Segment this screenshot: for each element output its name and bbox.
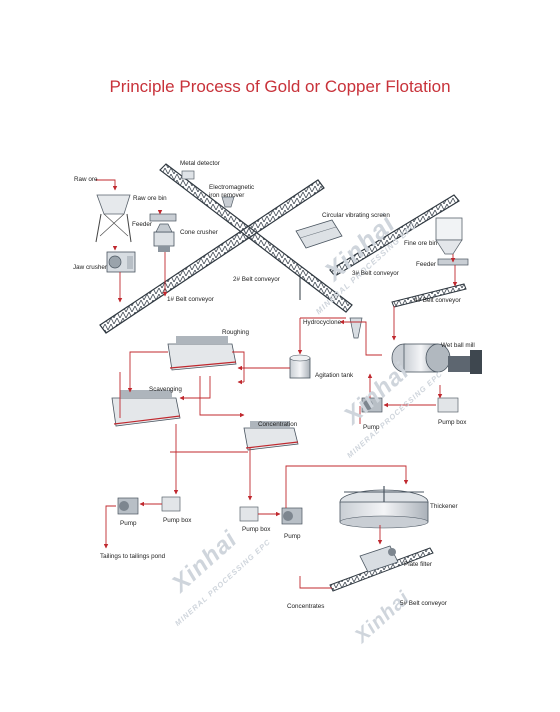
vibrating-screen-graphic bbox=[295, 219, 343, 249]
feeder-graphic bbox=[149, 213, 177, 222]
label-circular-vibrating-screen: Circular vibrating screen bbox=[322, 212, 390, 219]
iron-remover-graphic bbox=[221, 196, 235, 208]
label-pump-box-right: Pump box bbox=[438, 419, 467, 426]
roughing-cells-graphic bbox=[167, 336, 237, 371]
label-pump-box-mid: Pump box bbox=[242, 526, 271, 533]
fine-ore-bin-graphic bbox=[435, 217, 463, 255]
label-raw-ore: Raw ore bbox=[74, 176, 98, 183]
label-belt-conveyor-3: 3# Belt conveyor bbox=[352, 270, 399, 277]
ball-mill-graphic bbox=[391, 343, 482, 374]
pump-left-graphic bbox=[117, 497, 139, 515]
pump-mid-graphic bbox=[281, 507, 303, 525]
label-scavenging: Scavenging bbox=[149, 386, 182, 393]
label-belt-conveyor-1: 1# Belt conveyor bbox=[167, 296, 214, 303]
plate-filter-graphic bbox=[359, 545, 399, 573]
label-pump-left: Pump bbox=[120, 520, 137, 527]
page-title: Principle Process of Gold or Copper Flot… bbox=[109, 77, 451, 96]
label-thickener: Thickener bbox=[430, 503, 458, 510]
label-belt-conveyor-5: 5# Belt conveyor bbox=[400, 600, 447, 607]
pump-box-left-graphic bbox=[161, 496, 181, 512]
pump-box-mid-graphic bbox=[239, 506, 259, 522]
agitation-tank-graphic bbox=[289, 354, 311, 379]
jaw-crusher-graphic bbox=[106, 251, 136, 273]
label-plate-filter: Plate filter bbox=[404, 561, 432, 568]
label-feeder-2: Feeder bbox=[416, 261, 436, 268]
hydrocyclone-graphic bbox=[349, 317, 363, 339]
label-tailings: Tailings to tailings pond bbox=[100, 553, 166, 560]
label-pump-mid: Pump bbox=[284, 533, 301, 540]
label-cone-crusher: Cone crusher bbox=[180, 229, 218, 236]
label-wet-ball-mill: Wet ball mill bbox=[441, 342, 475, 349]
belt-conveyor-3-graphic bbox=[329, 194, 460, 277]
concentration-cells-graphic bbox=[243, 421, 299, 451]
label-fine-ore-bin: Fine ore bin bbox=[404, 240, 438, 247]
metal-detector-graphic bbox=[181, 170, 195, 180]
belt-conveyor-2-graphic bbox=[159, 163, 353, 313]
label-concentration: Concentration bbox=[258, 421, 298, 428]
label-belt-conveyor-2: 2# Belt conveyor bbox=[233, 276, 280, 283]
label-feeder-1: Feeder bbox=[132, 221, 152, 228]
belt-conveyor-4-graphic bbox=[391, 283, 467, 308]
thickener-graphic bbox=[339, 486, 429, 529]
label-hydrocyclone: Hydrocyclone bbox=[303, 319, 342, 326]
label-raw-ore-bin: Raw ore bin bbox=[133, 195, 167, 202]
label-concentrates: Concentrates bbox=[287, 603, 325, 610]
flow-lines bbox=[96, 179, 458, 589]
label-metal-detector: Metal detector bbox=[180, 160, 220, 167]
cone-crusher-graphic bbox=[153, 223, 175, 252]
label-pump-right: Pump bbox=[363, 424, 380, 431]
pump-right-graphic bbox=[361, 397, 383, 413]
label-belt-conveyor-4: 4# Belt conveyor bbox=[414, 297, 461, 304]
pump-box-right-graphic bbox=[437, 397, 459, 413]
raw-ore-bin-graphic bbox=[95, 194, 132, 243]
scavenging-cells-graphic bbox=[111, 390, 181, 427]
label-pump-box-left: Pump box bbox=[163, 517, 192, 524]
label-jaw-crusher: Jaw crusher bbox=[73, 264, 107, 271]
label-roughing: Roughing bbox=[222, 329, 249, 336]
label-electromagnetic-iron-remover: Electromagnetic iron remover bbox=[209, 184, 255, 199]
label-agitation-tank: Agitation tank bbox=[315, 372, 354, 379]
